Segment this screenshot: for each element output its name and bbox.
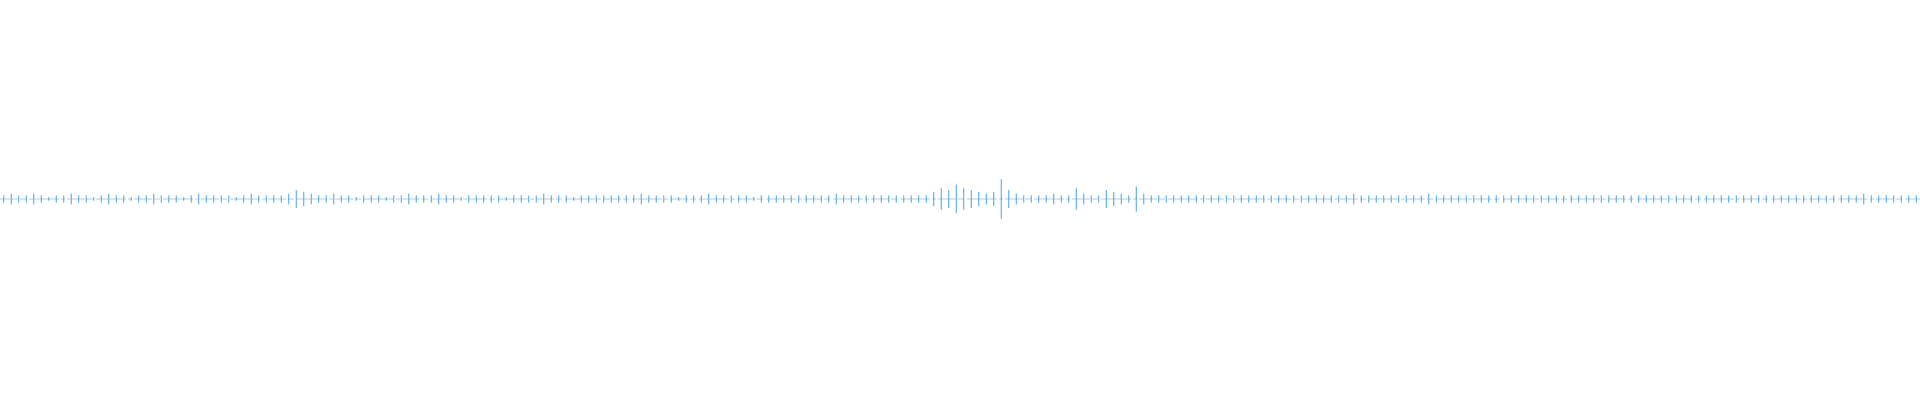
waveform-bars: [0, 179, 1920, 219]
